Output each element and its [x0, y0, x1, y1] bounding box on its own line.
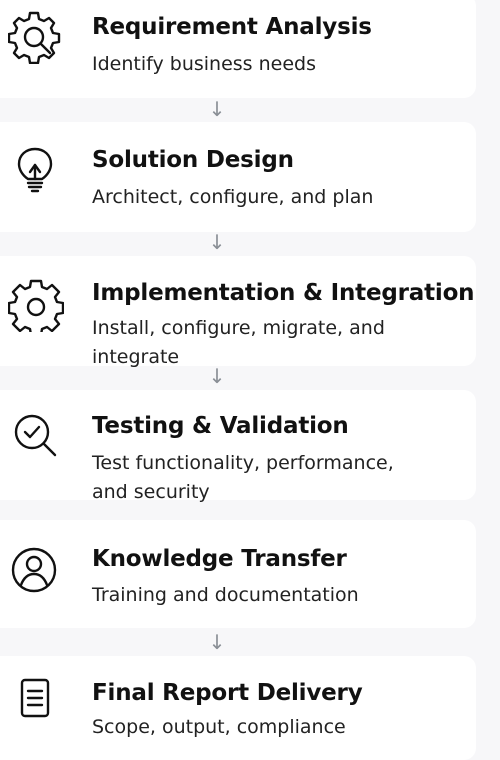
step-title: Testing & Validation [92, 413, 349, 439]
step-card-solution-design [0, 122, 476, 232]
gear-icon [8, 276, 64, 332]
step-card-testing-validation [0, 390, 476, 500]
flow-arrow: ↓ [208, 364, 226, 388]
step-title: Knowledge Transfer [92, 546, 347, 572]
step-card-requirement-analysis [0, 0, 476, 98]
step-description: Identify business needs [92, 53, 316, 75]
step-description: Scope, output, compliance [92, 716, 346, 738]
user-circle-icon [8, 542, 64, 598]
step-title: Solution Design [92, 147, 294, 173]
step-title: Final Report Delivery [92, 680, 363, 706]
step-card-knowledge-transfer [0, 520, 476, 628]
lightbulb-icon [8, 142, 64, 198]
gear-search-icon [8, 8, 64, 64]
magnifier-check-icon [8, 410, 64, 466]
flow-arrow: ↓ [208, 630, 226, 654]
document-icon [8, 672, 64, 728]
step-card-final-report-delivery [0, 656, 476, 760]
step-title: Implementation & Integration [92, 280, 475, 306]
step-description: Training and documentation [92, 584, 359, 606]
step-card-implementation-integration [0, 256, 476, 366]
step-description: Install, configure, migrate, and integra… [92, 317, 385, 368]
flow-arrow: ↓ [208, 97, 226, 121]
step-title: Requirement Analysis [92, 14, 372, 40]
step-description: Test functionality, performance, and sec… [92, 452, 394, 503]
flow-arrow: ↓ [208, 230, 226, 254]
step-description: Architect, configure, and plan [92, 186, 374, 208]
